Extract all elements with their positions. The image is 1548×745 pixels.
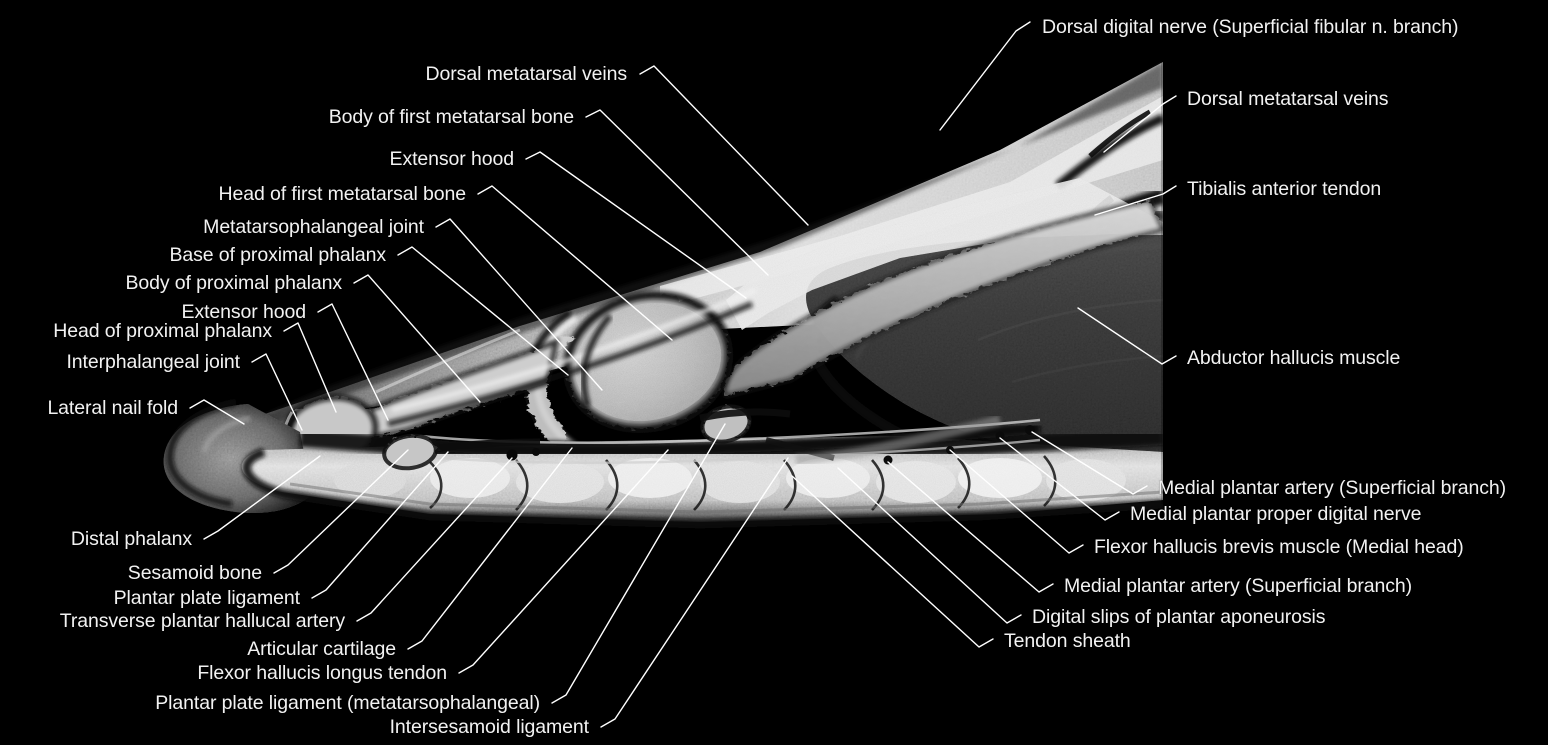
label-plantar-plate-ligament: Plantar plate ligament — [113, 587, 301, 609]
label-body-first-metatarsal: Body of first metatarsal bone — [328, 106, 574, 128]
label-tibialis-anterior-tendon: Tibialis anterior tendon — [1187, 178, 1382, 200]
label-distal-phalanx: Distal phalanx — [70, 528, 192, 550]
label-extensor-hood-lower: Extensor hood — [181, 301, 307, 323]
label-head-first-metatarsal: Head of first metatarsal bone — [218, 183, 467, 205]
label-head-proximal-phalanx: Head of proximal phalanx — [53, 320, 272, 342]
label-interphalangeal-joint: Interphalangeal joint — [66, 351, 240, 373]
label-metatarsophalangeal-joint: Metatarsophalangeal joint — [203, 216, 424, 238]
label-base-proximal-phalanx: Base of proximal phalanx — [169, 244, 386, 266]
label-flexor-hallucis-longus: Flexor hallucis longus tendon — [197, 662, 447, 684]
label-intersesamoid-ligament: Intersesamoid ligament — [389, 716, 590, 738]
label-medial-plantar-digital-nerve: Medial plantar proper digital nerve — [1130, 503, 1422, 525]
label-dorsal-metatarsal-veins-top: Dorsal metatarsal veins — [425, 63, 628, 85]
label-medial-plantar-artery-sup-1: Medial plantar artery (Superficial branc… — [1158, 477, 1507, 499]
label-tendon-sheath: Tendon sheath — [1004, 630, 1131, 652]
label-transverse-plantar-artery: Transverse plantar hallucal artery — [59, 610, 345, 632]
label-body-proximal-phalanx: Body of proximal phalanx — [125, 272, 342, 294]
label-extensor-hood-upper: Extensor hood — [389, 148, 515, 170]
label-dorsal-metatarsal-veins-r: Dorsal metatarsal veins — [1187, 88, 1389, 110]
label-plantar-plate-mtp: Plantar plate ligament (metatarsophalang… — [155, 692, 540, 714]
label-sesamoid-bone: Sesamoid bone — [127, 562, 262, 584]
label-lateral-nail-fold: Lateral nail fold — [47, 397, 178, 419]
label-dorsal-digital-nerve: Dorsal digital nerve (Superficial fibula… — [1042, 16, 1459, 38]
label-digital-slips-aponeurosis: Digital slips of plantar aponeurosis — [1032, 606, 1326, 628]
label-abductor-hallucis-muscle: Abductor hallucis muscle — [1187, 347, 1401, 369]
label-medial-plantar-artery-sup-2: Medial plantar artery (Superficial branc… — [1064, 575, 1413, 597]
label-articular-cartilage: Articular cartilage — [247, 638, 396, 660]
label-flexor-hallucis-brevis: Flexor hallucis brevis muscle (Medial he… — [1094, 536, 1464, 558]
